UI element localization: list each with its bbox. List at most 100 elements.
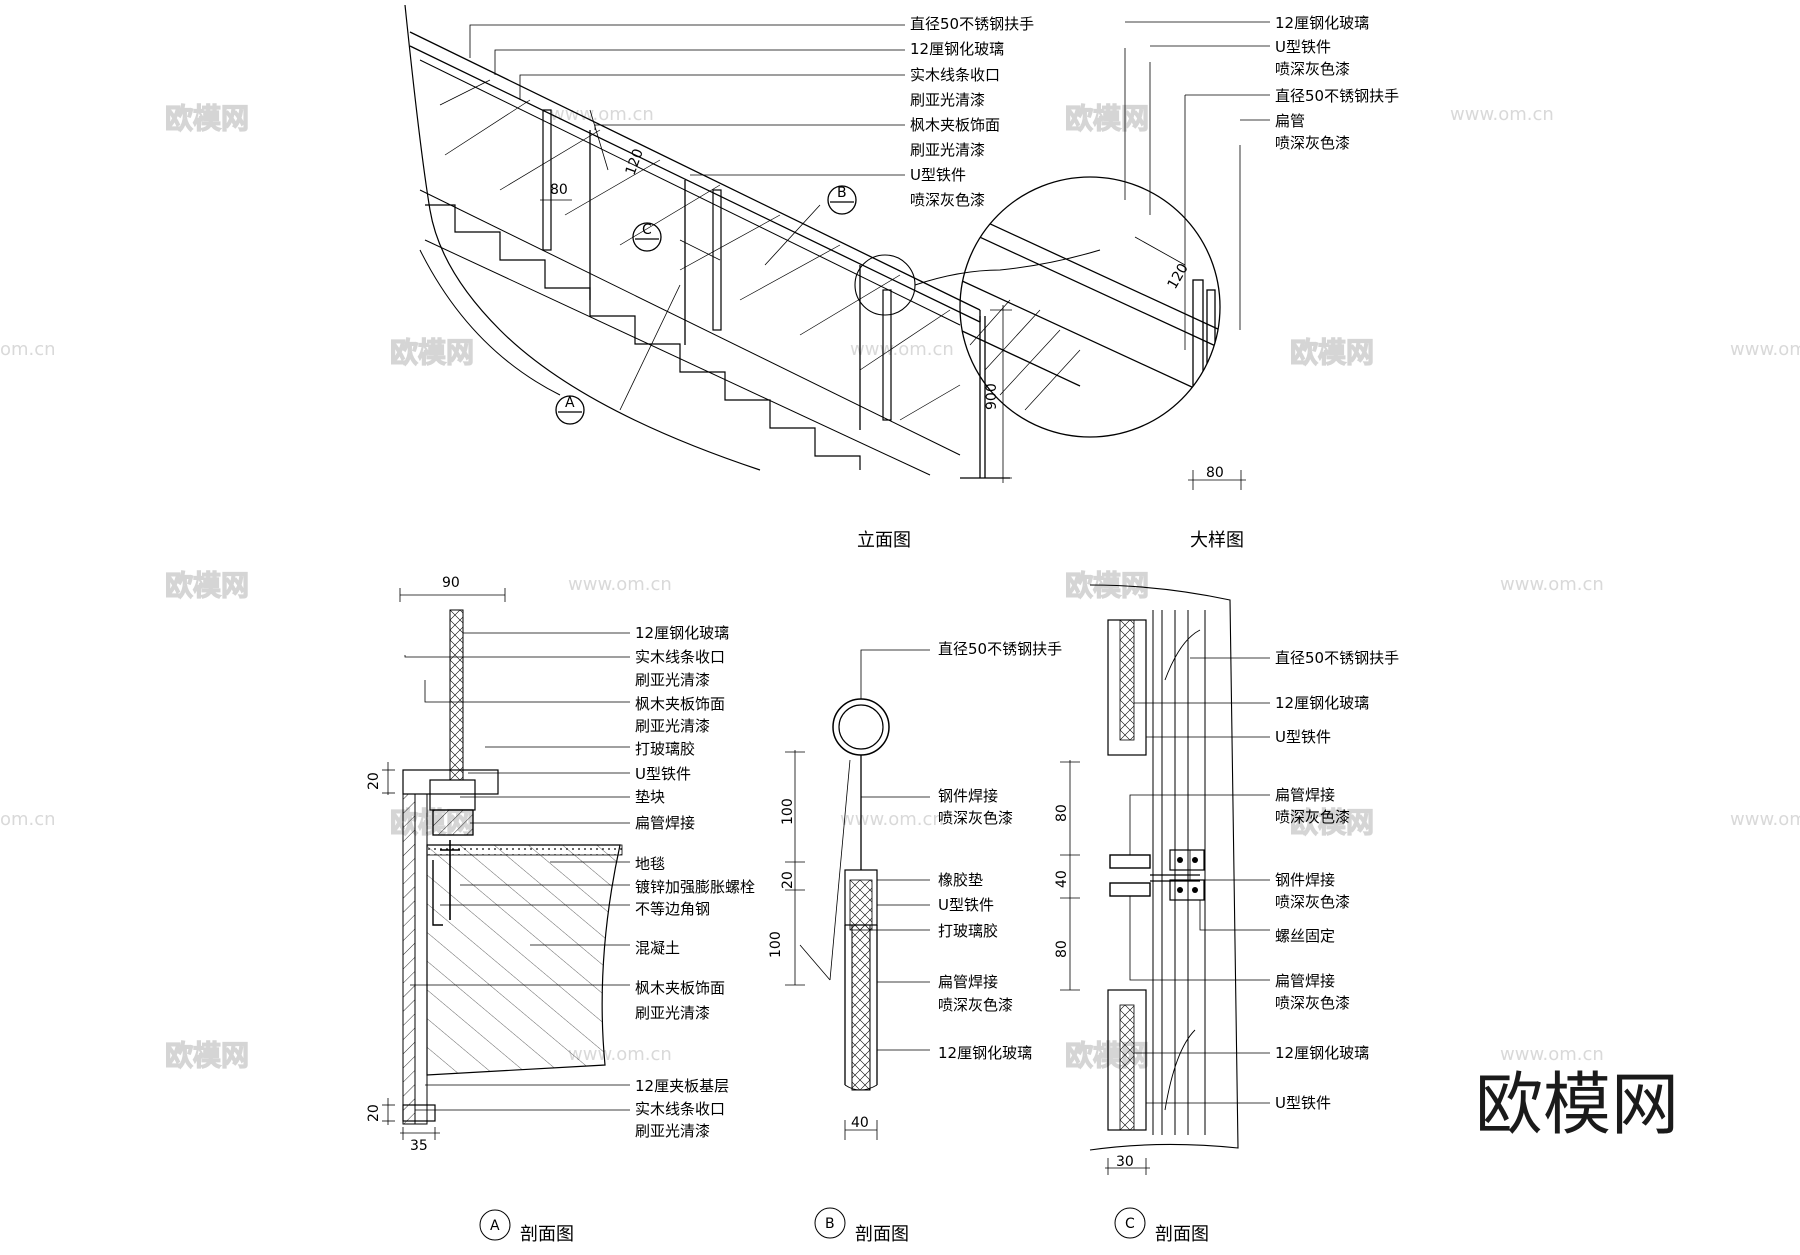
watermark-text: 欧模网 — [1065, 1039, 1149, 1072]
elevation-labels: 直径50不锈钢扶手 12厘钢化玻璃 实木线条收口 刷亚光清漆 枫木夹板饰面 刷亚… — [550, 15, 1034, 551]
detail-labels: 12厘钢化玻璃 U型铁件 喷深灰色漆 直径50不锈钢扶手 扁管 喷深灰色漆 12… — [1165, 14, 1399, 551]
watermark-url: www.om.cn — [568, 574, 672, 595]
label: 实木线条收口 — [635, 1100, 725, 1118]
label: 扁管焊接 — [1275, 972, 1335, 990]
dimension-label: 120 — [1165, 261, 1192, 292]
watermark-url: www.om.cn — [1500, 574, 1604, 595]
label: 刷亚光清漆 — [635, 717, 710, 735]
label: 扁管 — [1275, 112, 1305, 130]
label: 扁管焊接 — [635, 814, 695, 832]
label: 喷深灰色漆 — [1275, 893, 1350, 911]
watermark-text: 欧模网 — [165, 102, 249, 135]
label: 刷亚光清漆 — [910, 141, 985, 159]
label: U型铁件 — [1275, 1094, 1331, 1112]
label: 刷亚光清漆 — [635, 1122, 710, 1140]
elevation-view — [404, 4, 1101, 483]
label: 喷深灰色漆 — [938, 996, 1013, 1014]
label: 喷深灰色漆 — [1275, 60, 1350, 78]
watermark-url: www.om.cn — [550, 104, 654, 125]
label: 12厘钢化玻璃 — [1275, 14, 1369, 32]
brand-logo: 欧模网 — [1475, 1066, 1679, 1145]
detail-leader-lines — [1125, 21, 1270, 121]
watermark-url: www.om.cn — [1730, 809, 1800, 830]
section-b-title: 剖面图 — [855, 1224, 909, 1245]
watermark-url: om.cn — [0, 339, 56, 360]
dimension-label: 100 — [780, 798, 796, 825]
label: 混凝土 — [635, 939, 680, 957]
dimension-label: 30 — [1116, 1154, 1134, 1170]
label: 垫块 — [635, 788, 665, 806]
label: 直径50不锈钢扶手 — [1275, 649, 1399, 667]
dimension-label: 900 — [984, 383, 1000, 410]
section-marker-b: B — [825, 1216, 835, 1232]
dimension-label: 100 — [768, 931, 784, 958]
dimension-label: 80 — [1054, 804, 1070, 822]
label: 喷深灰色漆 — [1275, 134, 1350, 152]
label: 橡胶垫 — [938, 871, 983, 889]
watermark-url: www.om.cn — [1500, 1044, 1604, 1065]
dimension-label: 20 — [366, 772, 382, 790]
detail-view — [959, 48, 1246, 490]
section-a-title: 剖面图 — [520, 1224, 574, 1245]
label: 钢件焊接 — [1275, 871, 1335, 889]
label: 喷深灰色漆 — [1275, 808, 1350, 826]
dimension-label: 20 — [780, 871, 796, 889]
label: 直径50不锈钢扶手 — [938, 640, 1062, 658]
elevation-title: 立面图 — [857, 530, 911, 551]
label: 刷亚光清漆 — [635, 1004, 710, 1022]
label: 12厘钢化玻璃 — [938, 1044, 1032, 1062]
label: 镀锌加强膨胀螺栓 — [635, 878, 755, 896]
label: 12厘钢化玻璃 — [1275, 694, 1369, 712]
watermark-text: 欧模网 — [1290, 806, 1374, 839]
label: 枫木夹板饰面 — [635, 979, 725, 997]
label: U型铁件 — [938, 896, 994, 914]
section-c-view — [1060, 584, 1270, 1239]
watermark-url: www.om.cn — [850, 339, 954, 360]
label: 螺丝固定 — [1275, 927, 1335, 945]
dimension-label: 35 — [410, 1138, 428, 1154]
dimension-label: 80 — [1054, 940, 1070, 958]
section-marker-a: A — [565, 395, 575, 411]
label: 12厘钢化玻璃 — [910, 40, 1004, 58]
label: 扁管焊接 — [938, 973, 998, 991]
detail-title: 大样图 — [1190, 530, 1244, 551]
dimension-label: 80 — [550, 182, 568, 198]
label: 实木线条收口 — [635, 648, 725, 666]
section-a-view — [382, 588, 630, 1241]
label: 直径50不锈钢扶手 — [1275, 87, 1399, 105]
watermark-url: www.om.cn — [1450, 104, 1554, 125]
section-c-bolts — [1177, 857, 1198, 893]
dimension-label: 80 — [1206, 465, 1224, 481]
section-marker-a: A — [490, 1218, 500, 1234]
label: 钢件焊接 — [938, 787, 998, 805]
label: 扁管焊接 — [1275, 786, 1335, 804]
watermark-url: www.om.cn — [840, 809, 944, 830]
section-marker-c: C — [1125, 1216, 1135, 1232]
section-marker-c: C — [642, 222, 652, 238]
label: 打玻璃胶 — [938, 922, 998, 940]
dimension-label: 40 — [1054, 870, 1070, 888]
label: U型铁件 — [1275, 38, 1331, 56]
watermark-text: 欧模网 — [390, 336, 474, 369]
label: 喷深灰色漆 — [1275, 994, 1350, 1012]
label: 12厘钢化玻璃 — [1275, 1044, 1369, 1062]
label: 喷深灰色漆 — [938, 809, 1013, 827]
dimension-label: 90 — [442, 575, 460, 591]
label: 12厘夹板基层 — [635, 1077, 729, 1095]
label: 地毯 — [635, 855, 665, 873]
section-c-labels: 直径50不锈钢扶手 12厘钢化玻璃 U型铁件 扁管焊接 喷深灰色漆 钢件焊接 喷… — [1054, 649, 1399, 1245]
label: U型铁件 — [635, 765, 691, 783]
label: U型铁件 — [910, 166, 966, 184]
watermark-text: 欧模网 — [1065, 102, 1149, 135]
section-a-labels: 90 20 20 35 12厘钢化玻璃 实木线条收口 刷亚光清漆 枫木夹板饰面 … — [366, 575, 755, 1245]
section-marker-b: B — [837, 185, 847, 201]
label: 直径50不锈钢扶手 — [910, 15, 1034, 33]
dimension-label: 20 — [366, 1104, 382, 1122]
watermark-url: om.cn — [0, 809, 56, 830]
label: 12厘钢化玻璃 — [635, 624, 729, 642]
label: 刷亚光清漆 — [635, 671, 710, 689]
dimension-label: 40 — [851, 1115, 869, 1131]
label: 枫木夹板饰面 — [910, 116, 1000, 134]
label: 打玻璃胶 — [635, 740, 695, 758]
